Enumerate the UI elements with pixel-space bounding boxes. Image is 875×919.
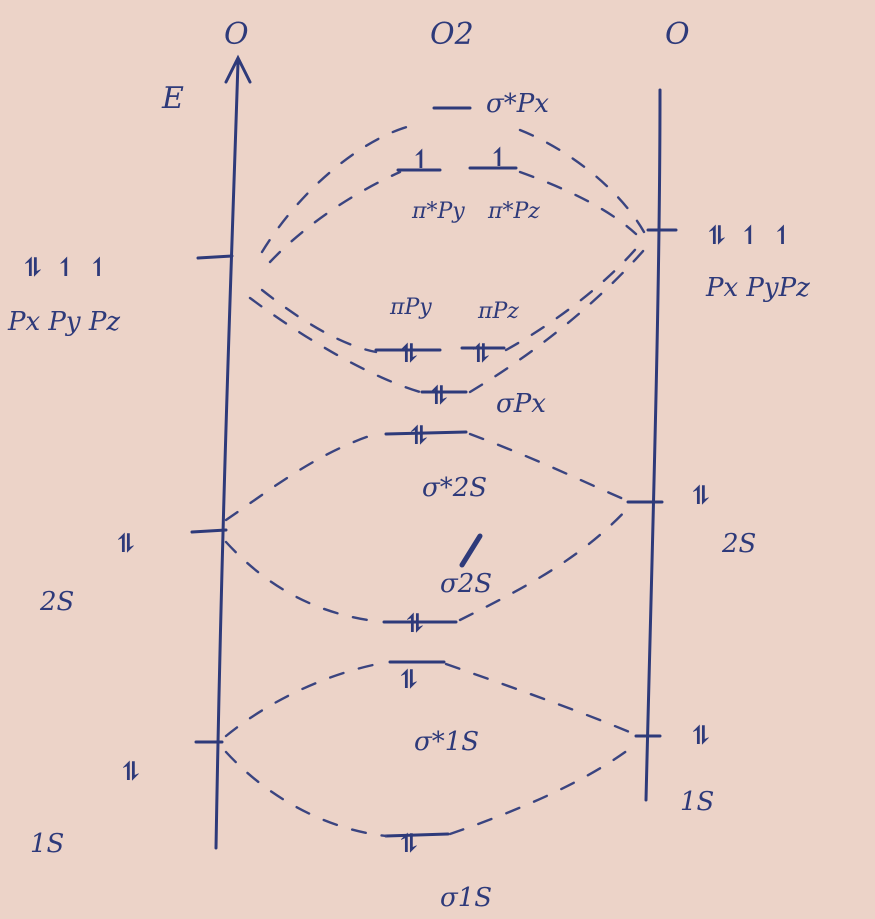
sigma-star-px-label: σ*Px [486, 89, 549, 119]
sigma-2s-label: σ2S [440, 569, 492, 599]
pi-star-y-label: π*Py [411, 199, 465, 224]
pi-y-label: πPy [389, 295, 432, 320]
sigma-star-1s-electrons: ⥮ [398, 665, 421, 695]
right-2p-orbital-labels: Px PyPz [705, 273, 810, 303]
left-2s-level [190, 528, 228, 534]
sigma-star-2s-level [384, 430, 468, 436]
right-2s-label: 2S [721, 529, 756, 559]
pi-z-electrons: ⥮ [470, 339, 493, 369]
right-atom-axis [644, 88, 662, 802]
left-2s-label: 2S [39, 587, 74, 617]
left-1s-label: 1S [30, 829, 64, 859]
right-1s-electrons: ⥮ [690, 721, 713, 751]
left-2p-electrons: ⥮ ↿ ↿ [22, 253, 110, 283]
right-atom-header: O [665, 17, 690, 52]
scribble-mark [459, 533, 483, 568]
sigma-star-2s-label: σ*2S [422, 473, 487, 503]
sigma-1s-electrons: ⥮ [398, 829, 421, 859]
pi-y-electrons: ⥮ [398, 339, 421, 369]
sigma-1s-level [384, 832, 450, 838]
left-2p-level [196, 254, 234, 260]
energy-axis [214, 54, 252, 850]
right-2s-electrons: ⥮ [690, 481, 713, 511]
left-atom-header: O [224, 17, 249, 52]
left-2p-orbital-labels: Px Py Pz [7, 307, 120, 337]
left-1s-electrons: ⥮ [120, 757, 143, 787]
sigma-star-1s-label: σ*1S [414, 727, 479, 757]
sigma-px-electrons: ⥮ [428, 381, 451, 411]
left-2s-electrons: ⥮ [115, 529, 138, 559]
correlation-lines [224, 124, 646, 838]
pi-star-z-label: π*Pz [487, 199, 540, 224]
pi-star-y-electrons: ↿ [410, 145, 433, 175]
sigma-2s-electrons: ⥮ [404, 609, 427, 639]
right-1s-label: 1S [680, 787, 714, 817]
right-2p-electrons: ⥮ ↿ ↿ [706, 221, 794, 251]
sigma-star-2s-electrons: ⥮ [408, 421, 431, 451]
sigma-px-label: σPx [496, 389, 546, 419]
molecule-header: O2 [430, 17, 474, 52]
pi-z-label: πPz [477, 299, 519, 324]
pi-star-z-electrons: ↿ [488, 143, 511, 173]
sigma-1s-label: σ1S [440, 883, 492, 913]
energy-axis-label: E [161, 81, 184, 116]
